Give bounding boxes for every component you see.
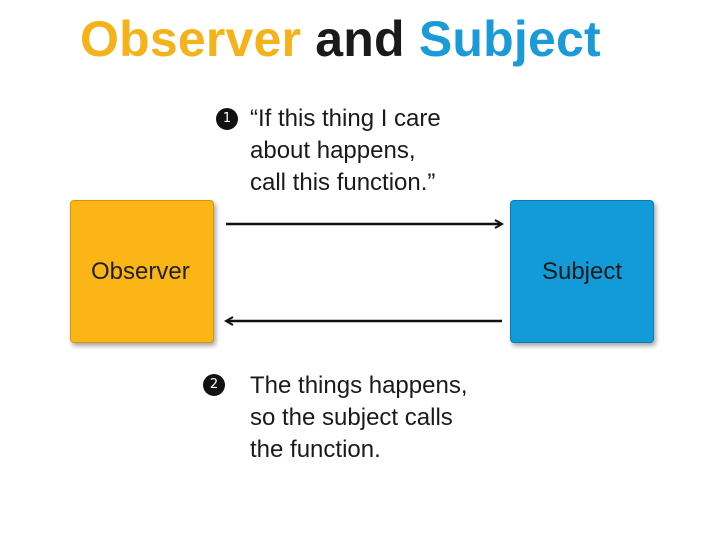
title-observer: Observer [80,11,302,67]
step-1-line-3: call this function.” [250,169,436,196]
step-1-line-1: “If this thing I care [250,105,441,132]
observer-box: Observer [70,200,214,343]
step-1-text: “If this thing I care about happens, cal… [250,103,441,199]
subject-label: Subject [541,257,623,285]
step-1-line-2: about happens, [250,137,416,164]
step-2-line-1: The things happens, [250,372,468,399]
step-2-line-2: so the subject calls [250,404,453,431]
step-1-badge: 1 [216,108,238,130]
step-2-line-3: the function. [250,436,381,463]
step-2-text: The things happens, so the subject calls… [250,370,468,466]
step-2-badge: 2 [203,374,225,396]
observer-label: Observer [91,257,190,285]
page-title: Observer and Subject [80,14,601,64]
subject-box: Subject [510,200,654,343]
title-and: and [315,11,405,67]
title-subject: Subject [418,11,601,67]
